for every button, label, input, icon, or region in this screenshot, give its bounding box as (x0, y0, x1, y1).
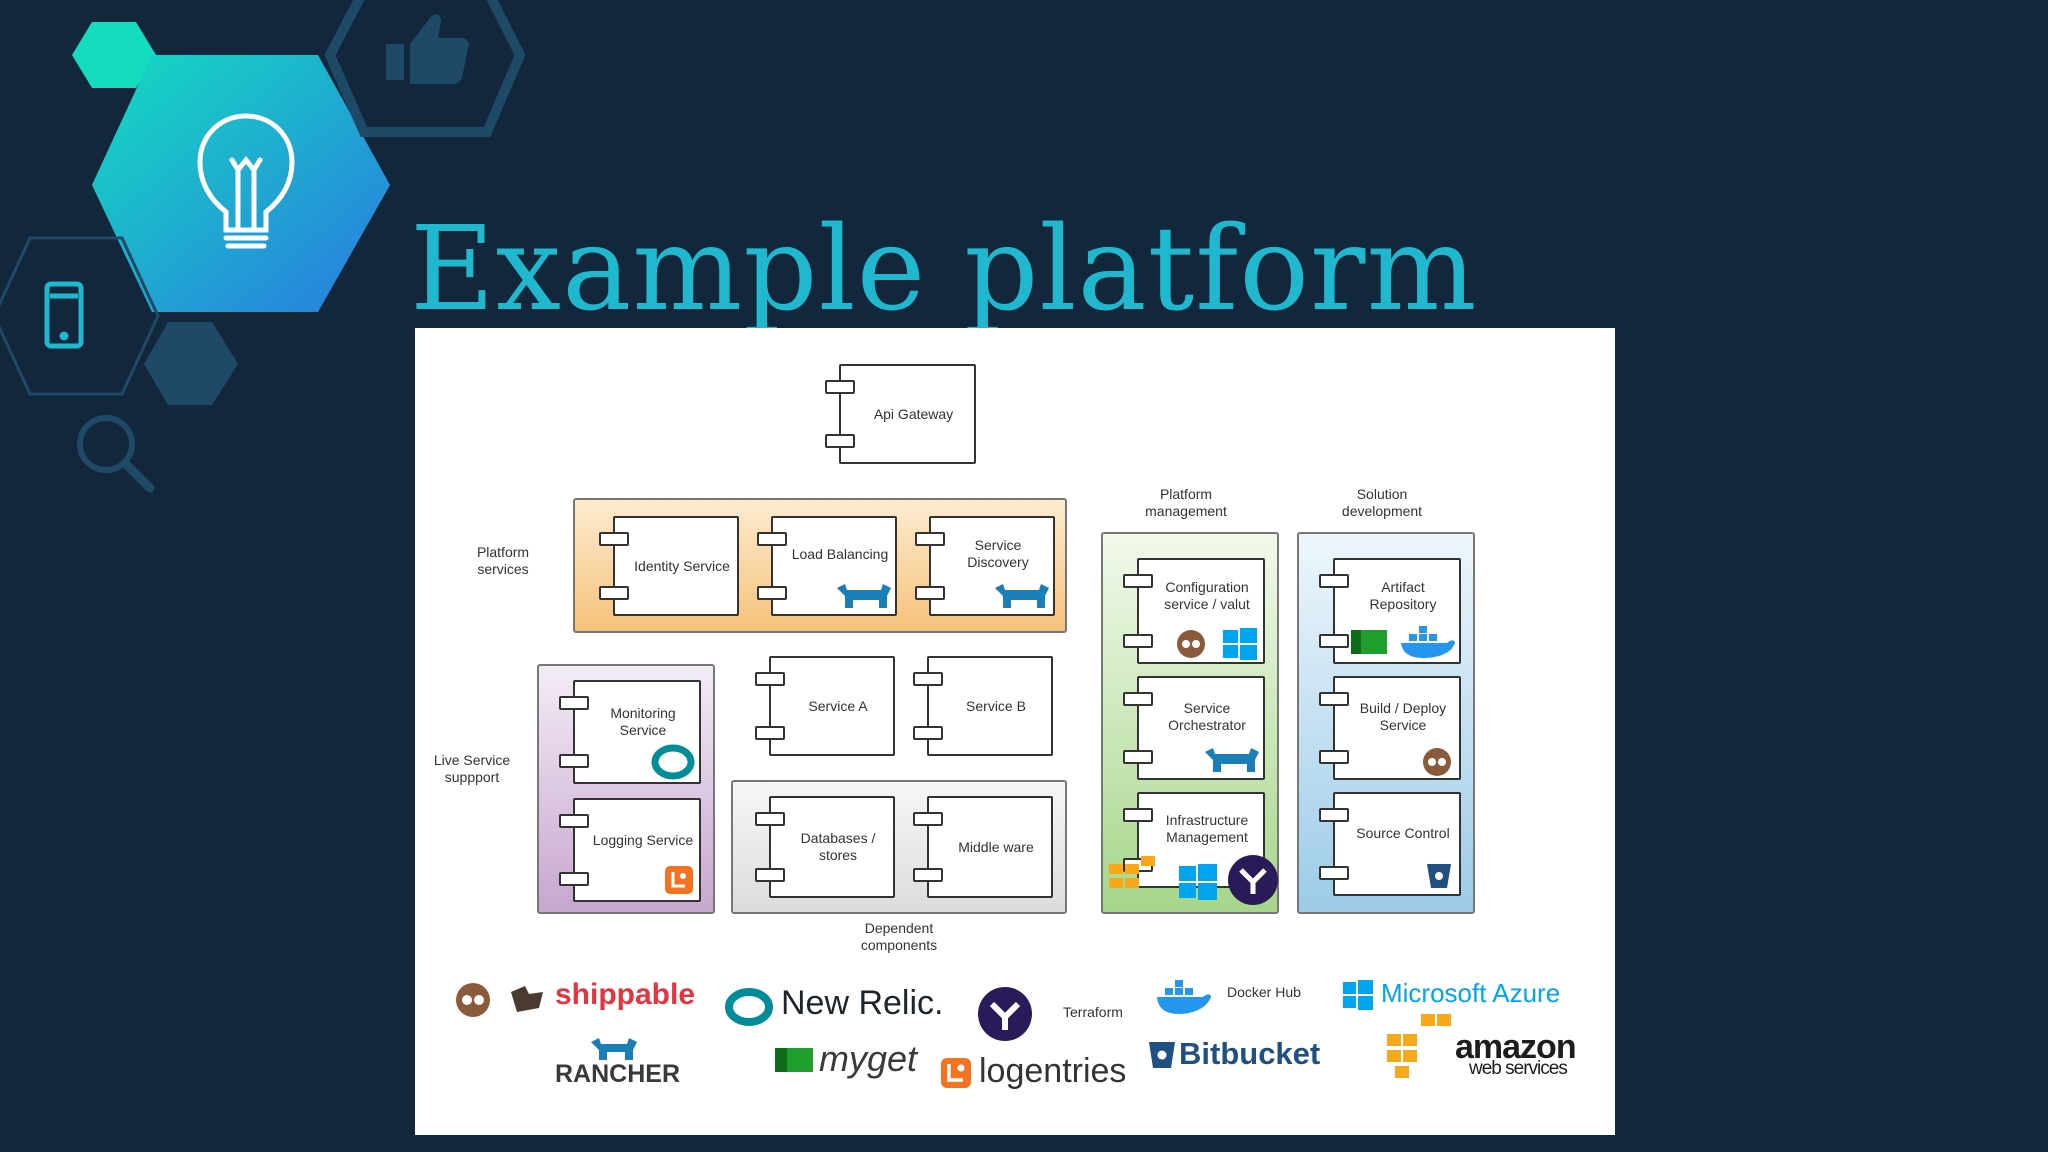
group-label-platform-management: Platform management (1145, 486, 1227, 519)
component-label: Infrastructure Management (1165, 812, 1249, 845)
new-relic-icon (651, 744, 695, 780)
new-relic-logo-icon (725, 988, 773, 1026)
group-live-service-support: Monitoring Service Logging Service (537, 664, 715, 914)
group-dependent-components: Databases / stores Middle ware (731, 780, 1067, 914)
rancher-logo-icon (591, 1038, 637, 1060)
hexagon-decoration (0, 0, 526, 493)
component-label: Logging Service (592, 831, 694, 848)
terraform-logo-icon (978, 987, 1032, 1041)
component-label: Artifact Repository (1369, 579, 1437, 612)
component-middle-ware: Middle ware (913, 796, 1053, 898)
new-relic-logo: New Relic. (781, 984, 944, 1022)
component-build-deploy-service: Build / Deploy Service (1319, 676, 1461, 780)
component-label: Source Control (1356, 824, 1450, 841)
group-label-dependent-components: Dependent components (860, 920, 938, 953)
shippable-mascot-icon (1423, 748, 1451, 776)
component-label: Load Balancing (791, 545, 889, 562)
lightbulb-icon (197, 113, 295, 249)
logentries-icon (665, 866, 693, 894)
docker-hub-label: Docker Hub (1227, 984, 1301, 1000)
component-label: Identity Service (634, 557, 730, 574)
artifact-tool-icons (1351, 626, 1455, 658)
logentries-logo: logentries (979, 1052, 1127, 1090)
component-label: Middle ware (958, 838, 1034, 855)
aws-boxes-logo-icon (1387, 1014, 1451, 1078)
component-service-discovery: Service Discovery (915, 516, 1055, 616)
component-source-control: Source Control (1319, 792, 1461, 896)
microsoft-windows-logo-icon (1343, 980, 1373, 1010)
terraform-label: Terraform (1063, 1004, 1123, 1020)
platform-diagram: Api Gateway Platform services Identity S… (415, 328, 1615, 1135)
bitbucket-logo: Bitbucket (1179, 1036, 1321, 1071)
component-monitoring-service: Monitoring Service (559, 680, 701, 784)
component-configuration-service: Configuration service / valut (1123, 558, 1265, 664)
bitbucket-logo-icon (1149, 1042, 1175, 1068)
rancher-logo: RANCHER (555, 1060, 680, 1088)
logentries-logo-icon (941, 1058, 971, 1088)
component-service-a: Service A (755, 656, 895, 756)
group-platform-management: Configuration service / valut Service Or… (1101, 532, 1279, 914)
group-label-platform-services: Platform services (476, 544, 530, 577)
myget-logo: myget (819, 1038, 918, 1079)
component-api-gateway: Api Gateway (825, 364, 976, 464)
rancher-cow-icon (837, 584, 891, 608)
outlined-hexagon-left (0, 236, 160, 396)
amazon-logo: amazon (1455, 1028, 1577, 1066)
component-label: Databases / stores (800, 830, 876, 863)
outlined-hexagon-top (324, 0, 526, 137)
group-label-live-service-support: Live Service suppport (433, 752, 511, 785)
infrastructure-tool-icons (1109, 855, 1278, 905)
component-service-b: Service B (913, 656, 1053, 756)
component-databases-stores: Databases / stores (755, 796, 895, 898)
component-label: Service Orchestrator (1168, 700, 1246, 733)
bitbucket-icon (1427, 864, 1451, 888)
group-platform-services: Identity Service Load Balancing Service … (573, 498, 1067, 633)
thumbs-up-icon (386, 14, 469, 84)
component-label: Monitoring Service (610, 705, 676, 738)
myget-logo-icon (775, 1048, 813, 1072)
config-tool-icons (1177, 628, 1257, 660)
component-load-balancing: Load Balancing (757, 516, 897, 616)
component-service-orchestrator: Service Orchestrator (1123, 676, 1265, 780)
component-artifact-repository: Artifact Repository (1319, 558, 1461, 664)
large-gradient-hexagon (92, 55, 390, 312)
component-label: Api Gateway (873, 405, 954, 422)
rancher-cow-icon (1205, 748, 1259, 772)
component-label: Service A (808, 697, 868, 714)
slide-title: Example platform (410, 202, 1478, 337)
component-label: Service Discovery (967, 537, 1029, 570)
shippable-mascot-logo (456, 983, 543, 1017)
web-services-label: web services (1469, 1058, 1568, 1079)
docker-logo-icon (1157, 980, 1211, 1014)
component-label: Configuration service / valut (1164, 579, 1250, 612)
magnifier-icon (77, 415, 155, 493)
small-dark-hexagon (144, 322, 238, 405)
component-label: Service B (966, 697, 1026, 714)
microsoft-azure-logo: Microsoft Azure (1381, 978, 1561, 1008)
shippable-logo: shippable (555, 978, 696, 1011)
group-label-solution-development: Solution development (1341, 486, 1423, 519)
group-solution-development: Artifact Repository Build / Deploy Servi… (1297, 532, 1475, 914)
mobile-phone-icon (44, 281, 84, 349)
component-identity-service: Identity Service (599, 516, 739, 616)
component-label: Build / Deploy Service (1359, 700, 1447, 733)
rancher-cow-icon (995, 584, 1049, 608)
small-teal-hexagon (72, 22, 156, 88)
component-logging-service: Logging Service (559, 798, 701, 902)
